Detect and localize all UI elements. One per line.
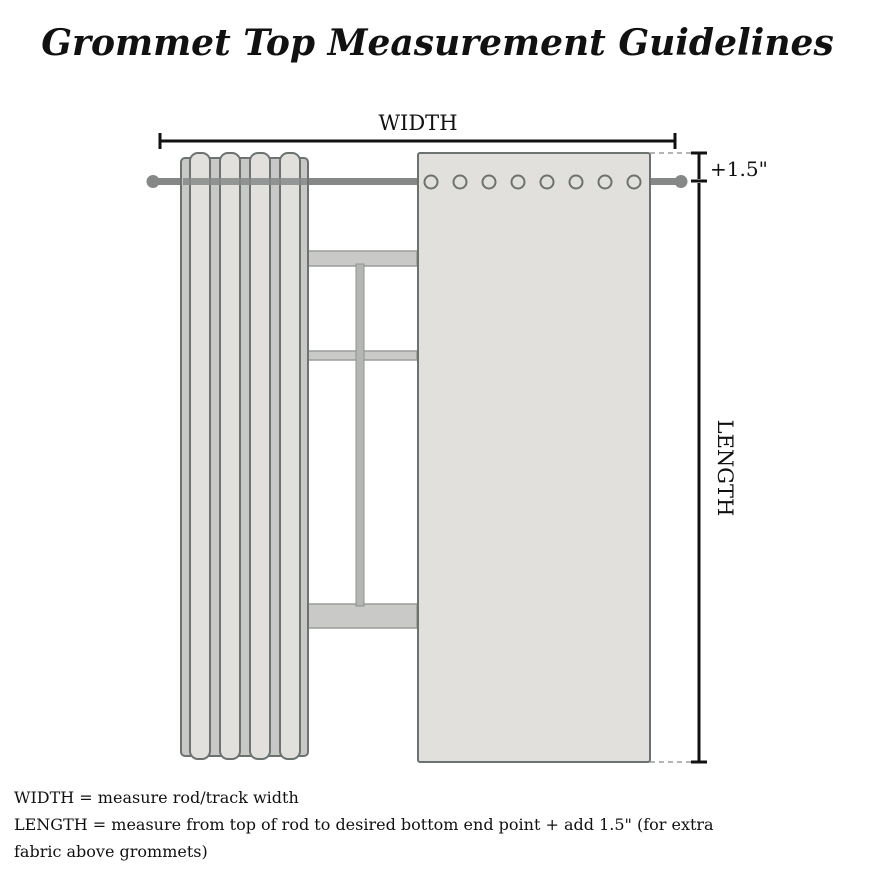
- grommet: [626, 174, 642, 190]
- grommet: [423, 174, 439, 190]
- grommet: [568, 174, 584, 190]
- curtain-pleat: [189, 152, 211, 760]
- curtain-pleat: [249, 152, 271, 760]
- window-frame: [304, 250, 418, 629]
- flat-curtain-panel: [417, 152, 651, 763]
- rod-finial-left: [146, 175, 160, 188]
- grommet: [597, 174, 613, 190]
- folded-curtain-panel: [180, 152, 309, 760]
- curtain-pleat: [279, 152, 301, 760]
- length-dimension: +1.5" LENGTH: [650, 151, 768, 764]
- grommet: [539, 174, 555, 190]
- grommet-row: [423, 174, 642, 190]
- window-mullion: [355, 263, 365, 607]
- width-dimension: WIDTH: [158, 111, 677, 149]
- measurement-notes: WIDTH = measure rod/track width LENGTH =…: [14, 784, 734, 865]
- grommet: [452, 174, 468, 190]
- rod-finial-right: [674, 175, 688, 188]
- allowance-label: +1.5": [710, 157, 768, 181]
- curtain-pleat: [219, 152, 241, 760]
- length-label: LENGTH: [713, 420, 737, 517]
- width-note: WIDTH = measure rod/track width: [14, 788, 299, 807]
- window-rail-bottom: [304, 603, 418, 629]
- grommet: [481, 174, 497, 190]
- rod-through-pleats: [183, 178, 307, 185]
- length-note: LENGTH = measure from top of rod to desi…: [14, 815, 714, 861]
- flat-panel: [417, 152, 651, 763]
- page-title: Grommet Top Measurement Guidelines: [41, 22, 834, 64]
- width-label: WIDTH: [378, 111, 457, 135]
- folded-panel-back: [180, 157, 309, 757]
- grommet: [510, 174, 526, 190]
